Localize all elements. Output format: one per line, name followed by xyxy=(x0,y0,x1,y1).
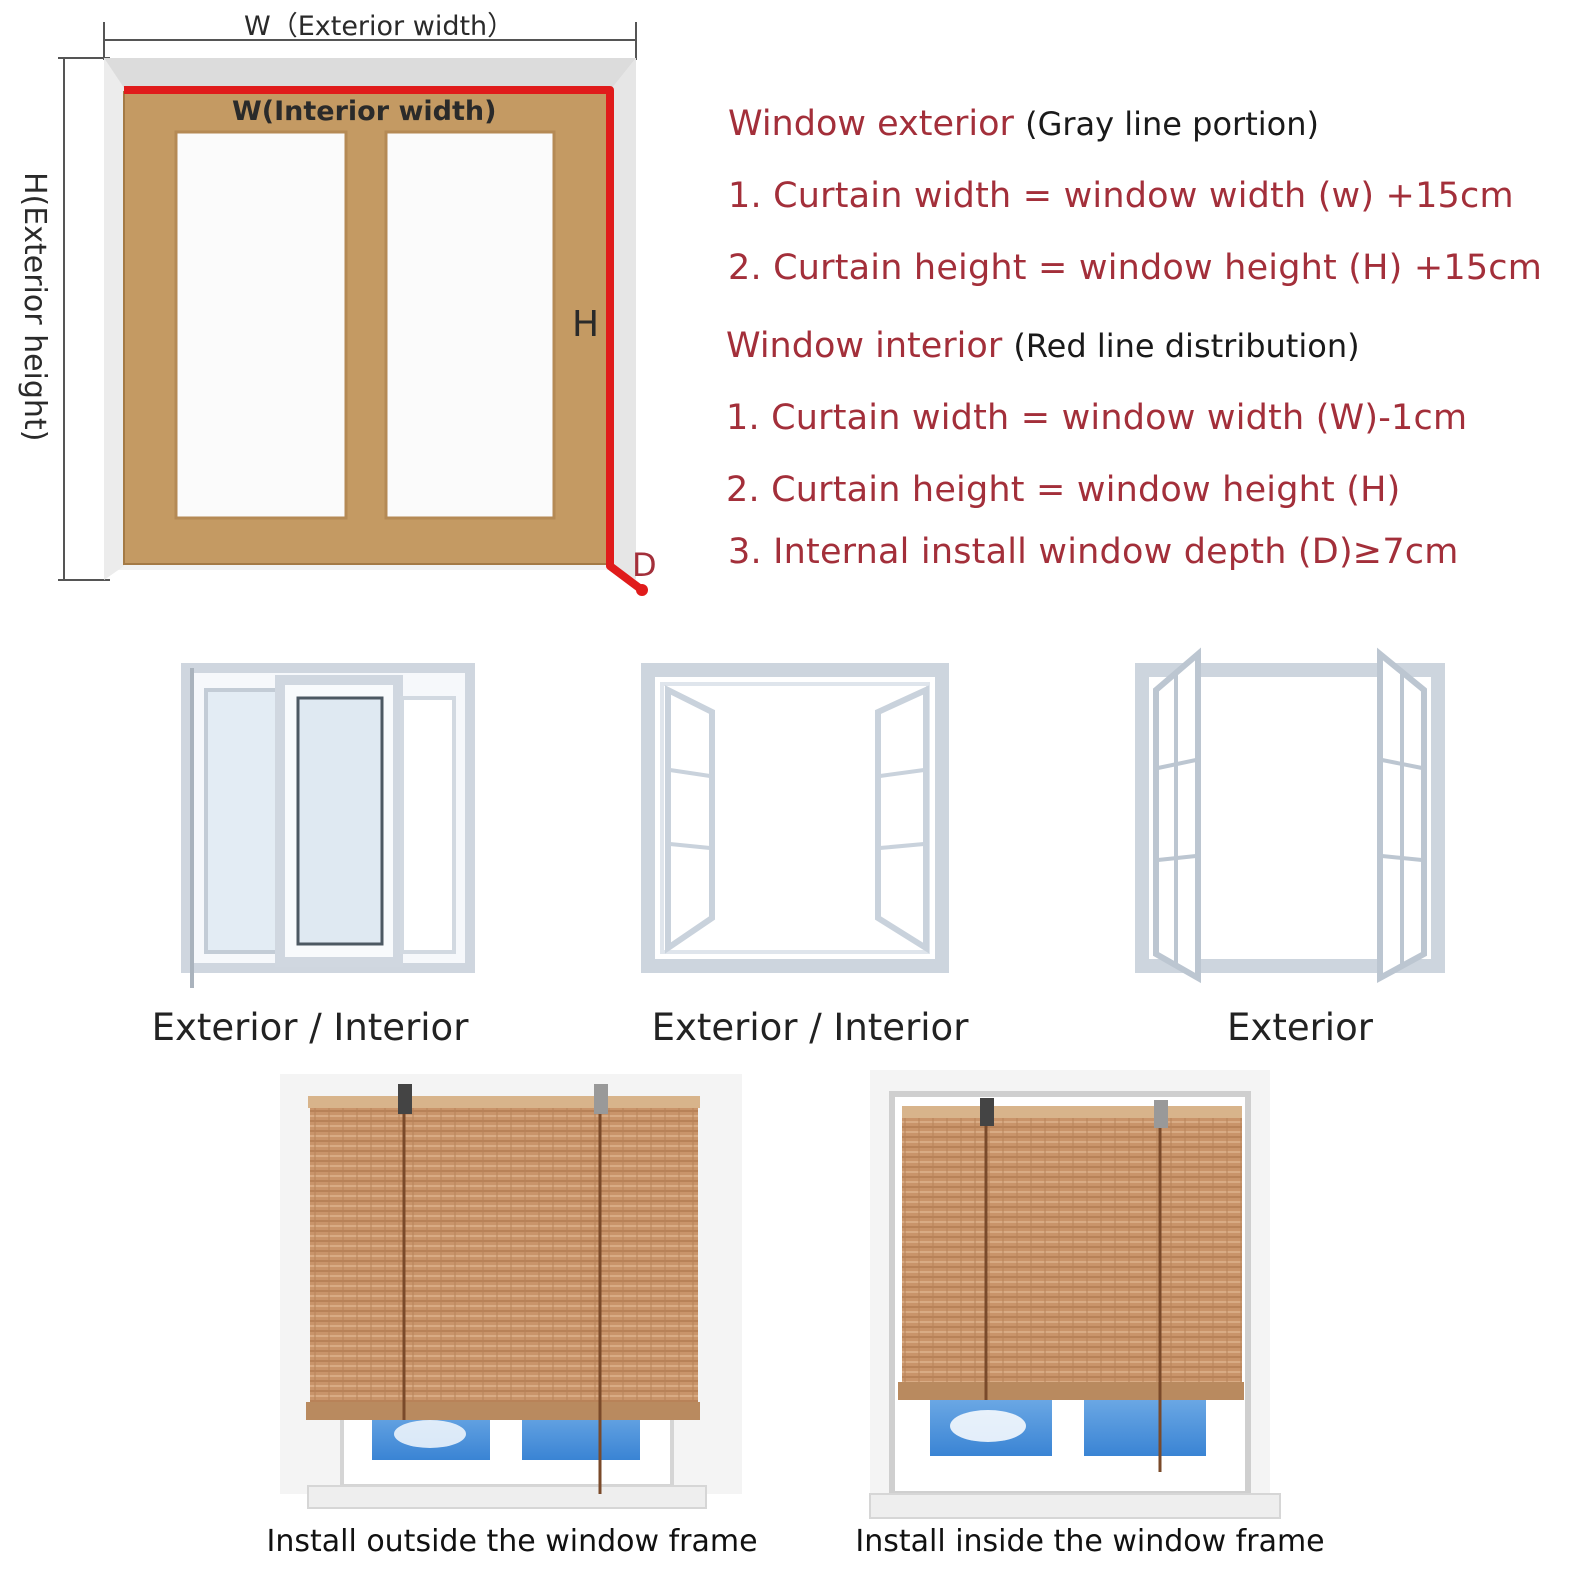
install-examples-row: Install outside the window frame Install… xyxy=(0,1070,1578,1578)
depth-label: D xyxy=(632,546,657,584)
measurement-diagram: W（Exterior width） W(Interior width) H(Ex… xyxy=(0,0,700,610)
interior-heading: Window interior xyxy=(726,326,1003,366)
exterior-heading-line: Window exterior (Gray line portion) xyxy=(728,104,1319,144)
interior-heading-note: (Red line distribution) xyxy=(1013,327,1360,365)
interior-heading-line: Window interior (Red line distribution) xyxy=(726,326,1360,366)
window-type-label-inward: Exterior / Interior xyxy=(651,1006,969,1049)
interior-rule-depth: 3. Internal install window depth (D)≥7cm xyxy=(728,532,1459,572)
interior-height-label: H xyxy=(572,304,600,345)
inward-casement-window-icon xyxy=(641,663,949,973)
sliding-window-icon xyxy=(181,663,475,988)
exterior-rule-width: 1. Curtain width = window width (w) +15c… xyxy=(728,176,1514,216)
exterior-rule-height: 2. Curtain height = window height (H) +1… xyxy=(728,248,1543,288)
exterior-width-label: W（Exterior width） xyxy=(244,11,515,42)
interior-width-label: W(Interior width) xyxy=(232,96,497,127)
outward-casement-window-icon xyxy=(1135,647,1445,984)
exterior-heading-note: (Gray line portion) xyxy=(1025,105,1319,143)
exterior-heading: Window exterior xyxy=(728,104,1014,144)
install-outside-label: Install outside the window frame xyxy=(266,1524,758,1559)
exterior-height-label: H(Exterior height) xyxy=(17,172,52,442)
interior-rule-width: 1. Curtain width = window width (W)-1cm xyxy=(726,398,1468,438)
install-inside-label: Install inside the window frame xyxy=(855,1524,1325,1559)
window-type-label-sliding: Exterior / Interior xyxy=(151,1006,469,1049)
inside-install-illustration xyxy=(869,1070,1281,1519)
window-types-row: Exterior / Interior Exterior / Interior … xyxy=(0,640,1578,1060)
window-frame-diagram xyxy=(58,22,648,596)
interior-rule-height: 2. Curtain height = window height (H) xyxy=(726,470,1401,510)
outside-install-illustration xyxy=(280,1074,742,1509)
window-type-label-outward: Exterior xyxy=(1227,1006,1373,1049)
